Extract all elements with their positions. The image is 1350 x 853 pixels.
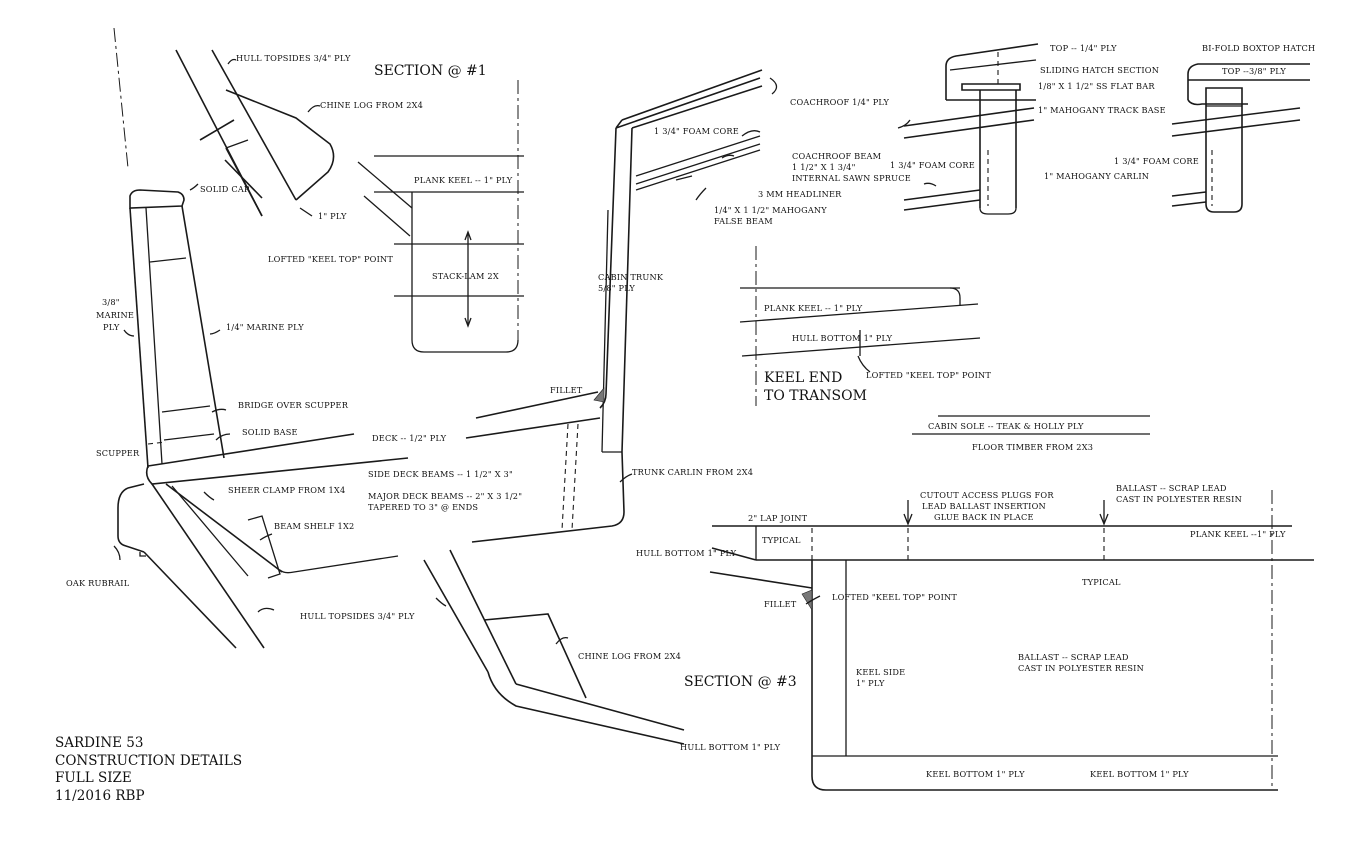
section-titles: SECTION @ #1 SECTION @ #3 KEEL END TO TR… <box>374 63 867 690</box>
label-marine-38-c: PLY <box>103 322 120 332</box>
label-major-deck-beams-b: TAPERED TO 3" @ ENDS <box>368 502 478 512</box>
hull-chine-detail-top <box>113 27 335 217</box>
label-deck: DECK -- 1/2" PLY <box>372 433 447 443</box>
label-plank-keel-ke: PLANK KEEL -- 1" PLY <box>764 303 863 313</box>
section-1-title: SECTION @ #1 <box>374 63 487 79</box>
label-typical-left: TYPICAL <box>762 535 801 545</box>
cabin-trunk-detail <box>465 69 778 543</box>
label-coachroof-beam-c: INTERNAL SAWN SPRUCE <box>792 173 911 183</box>
label-ballast-top-b: CAST IN POLYESTER RESIN <box>1116 494 1242 504</box>
label-hull-topsides-top: HULL TOPSIDES 3/4" PLY <box>236 53 351 63</box>
label-hull-bottom-s3: HULL BOTTOM 1" PLY <box>636 548 737 558</box>
label-cabin-trunk-a: CABIN TRUNK <box>598 272 664 282</box>
label-coachroof-beam-a: COACHROOF BEAM <box>792 151 881 161</box>
section-3-title: SECTION @ #3 <box>684 674 797 690</box>
label-foam-core-bifold: 1 3/4" FOAM CORE <box>1114 156 1199 166</box>
title-block: SARDINE 53 CONSTRUCTION DETAILS FULL SIZ… <box>55 735 242 804</box>
keel-end-title-line2: TO TRANSOM <box>764 388 867 404</box>
label-lap-joint: 2" LAP JOINT <box>748 513 808 523</box>
label-fillet-s3: FILLET <box>764 599 797 609</box>
label-keel-bottom-b: KEEL BOTTOM 1" PLY <box>1090 769 1189 779</box>
hull-chine-detail-bottom <box>423 549 685 745</box>
label-false-beam-b: FALSE BEAM <box>714 216 773 226</box>
label-sheer-clamp: SHEER CLAMP FROM 1X4 <box>228 485 345 495</box>
label-hull-bottom-ke: HULL BOTTOM 1" PLY <box>792 333 893 343</box>
deck-sheer-detail <box>113 433 409 649</box>
label-track-base: 1" MAHOGANY TRACK BASE <box>1038 105 1166 115</box>
title-line-2: CONSTRUCTION DETAILS <box>55 753 242 769</box>
label-cutout-a: CUTOUT ACCESS PLUGS FOR <box>920 490 1054 500</box>
label-ballast-mid-a: BALLAST -- SCRAP LEAD <box>1018 652 1129 662</box>
label-false-beam-a: 1/4" X 1 1/2" MAHOGANY <box>714 205 827 215</box>
label-top-14: TOP -- 1/4" PLY <box>1050 43 1117 53</box>
label-hull-topsides-bottom: HULL TOPSIDES 3/4" PLY <box>300 611 415 621</box>
label-mahogany-carlin: 1" MAHOGANY CARLIN <box>1044 171 1149 181</box>
title-line-1: SARDINE 53 <box>55 735 143 751</box>
label-typical-right: TYPICAL <box>1082 577 1121 587</box>
label-coachroof-beam-b: 1 1/2" X 1 3/4" <box>792 162 856 172</box>
label-lofted-s1: LOFTED "KEEL TOP" POINT <box>268 254 393 264</box>
section-1-plank-keel <box>299 80 524 353</box>
label-cabin-trunk-b: 5/8" PLY <box>598 283 635 293</box>
label-oak-rubrail: OAK RUBRAIL <box>66 578 130 588</box>
label-sliding-hatch: SLIDING HATCH SECTION <box>1040 65 1159 75</box>
label-foam-core-main: 1 3/4" FOAM CORE <box>654 126 739 136</box>
label-cabin-sole: CABIN SOLE -- TEAK & HOLLY PLY <box>928 421 1084 431</box>
label-lofted-s3: LOFTED "KEEL TOP" POINT <box>832 592 957 602</box>
label-cutout-c: GLUE BACK IN PLACE <box>934 512 1034 522</box>
label-marine-14: 1/4" MARINE PLY <box>226 322 304 332</box>
label-beam-shelf: BEAM SHELF 1X2 <box>274 521 354 531</box>
bifold-hatch-detail <box>1171 63 1310 213</box>
callout-labels: HULL TOPSIDES 3/4" PLY CHINE LOG FROM 2X… <box>66 43 1315 779</box>
section-3-ballast-keel <box>709 490 1314 791</box>
label-chine-log-top: CHINE LOG FROM 2X4 <box>320 100 423 110</box>
label-keel-bottom-a: KEEL BOTTOM 1" PLY <box>926 769 1025 779</box>
label-lofted-ke: LOFTED "KEEL TOP" POINT <box>866 370 991 380</box>
label-side-deck-beams: SIDE DECK BEAMS -- 1 1/2" X 3" <box>368 469 513 479</box>
label-ballast-mid-b: CAST IN POLYESTER RESIN <box>1018 663 1144 673</box>
label-solid-base: SOLID BASE <box>242 427 298 437</box>
label-one-ply: 1" PLY <box>318 211 347 221</box>
label-ss-flat-bar: 1/8" X 1 1/2" SS FLAT BAR <box>1038 81 1155 91</box>
title-line-3: FULL SIZE <box>55 770 132 786</box>
label-fillet-trunk: FILLET <box>550 385 583 395</box>
label-solid-cap: SOLID CAP <box>200 184 250 194</box>
label-coachroof-main: COACHROOF 1/4" PLY <box>790 97 890 107</box>
label-cutout-b: LEAD BALLAST INSERTION <box>922 501 1046 511</box>
label-major-deck-beams-a: MAJOR DECK BEAMS -- 2" X 3 1/2" <box>368 491 522 501</box>
label-plank-keel-s3: PLANK KEEL --1" PLY <box>1190 529 1286 539</box>
label-top-38: TOP --3/8" PLY <box>1222 66 1286 76</box>
label-marine-38-a: 3/8" <box>102 297 120 307</box>
label-keel-side-a: KEEL SIDE <box>856 667 905 677</box>
label-bridge-scupper: BRIDGE OVER SCUPPER <box>238 400 349 410</box>
label-marine-38-b: MARINE <box>96 310 134 320</box>
sliding-hatch-detail <box>897 43 1039 215</box>
label-foam-core-hatch: 1 3/4" FOAM CORE <box>890 160 975 170</box>
label-trunk-carlin: TRUNK CARLIN FROM 2X4 <box>632 467 753 477</box>
label-floor-timber: FLOOR TIMBER FROM 2X3 <box>972 442 1093 452</box>
title-line-4: 11/2016 RBP <box>55 788 145 804</box>
label-stack-lam: STACK-LAM 2X <box>432 271 499 281</box>
label-bifold: BI-FOLD BOXTOP HATCH <box>1202 43 1315 53</box>
label-headliner: 3 MM HEADLINER <box>758 189 842 199</box>
label-keel-side-b: 1" PLY <box>856 678 885 688</box>
keel-end-title-line1: KEEL END <box>764 370 842 386</box>
keel-end-transom-detail <box>739 246 981 406</box>
label-hull-bottom-bottom: HULL BOTTOM 1" PLY <box>680 742 781 752</box>
cabin-sole-detail <box>912 415 1150 435</box>
coaming-detail <box>123 183 231 469</box>
label-plank-keel-s1: PLANK KEEL -- 1" PLY <box>414 175 513 185</box>
label-chine-log-bottom: CHINE LOG FROM 2X4 <box>578 651 681 661</box>
label-scupper: SCUPPER <box>96 448 140 458</box>
label-ballast-top-a: BALLAST -- SCRAP LEAD <box>1116 483 1227 493</box>
